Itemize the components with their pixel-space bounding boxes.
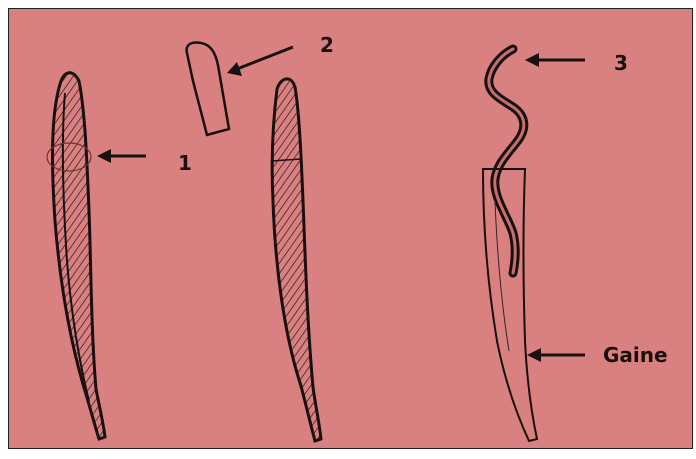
larva-figure-3 bbox=[483, 49, 537, 441]
diagram-frame: 1 2 3 Gaine bbox=[8, 8, 693, 449]
larva-figure-1 bbox=[47, 73, 105, 439]
label-2: 2 bbox=[320, 35, 334, 55]
arrow-1 bbox=[97, 149, 146, 163]
detached-cap bbox=[187, 42, 229, 135]
arrow-gaine bbox=[527, 348, 585, 362]
arrow-2 bbox=[227, 47, 293, 76]
arrow-3 bbox=[525, 53, 585, 67]
label-3: 3 bbox=[614, 53, 628, 73]
label-1: 1 bbox=[178, 153, 192, 173]
arrows bbox=[97, 47, 585, 362]
larva-figure-2 bbox=[271, 79, 321, 441]
label-gaine: Gaine bbox=[603, 345, 668, 365]
diagram-drawing bbox=[9, 9, 693, 449]
